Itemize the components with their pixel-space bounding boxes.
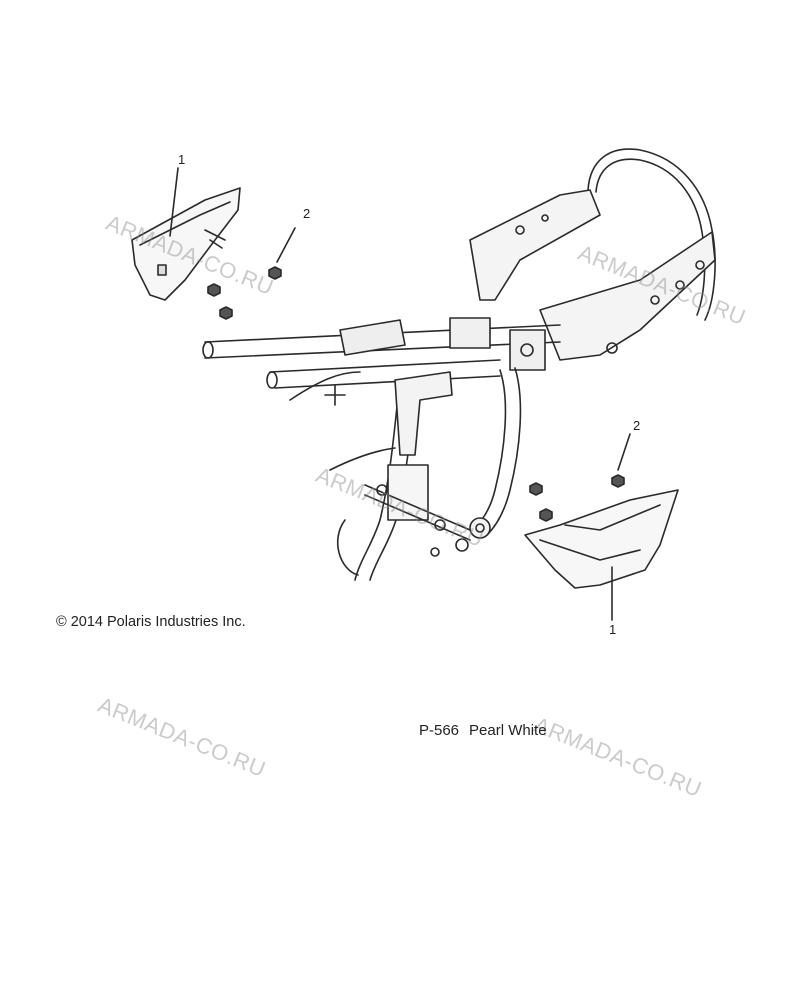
diagram-caption: P-566 Pearl White bbox=[419, 722, 547, 739]
part-1-lower-cover bbox=[524, 489, 679, 589]
diagram-code: P-566 bbox=[419, 722, 460, 739]
callout-1-lower: 1 bbox=[609, 622, 617, 637]
part-2-upper-nut bbox=[268, 266, 282, 280]
part-2-lower-nut bbox=[611, 474, 625, 488]
steering-bracket bbox=[394, 371, 453, 456]
frame-down-tube-left bbox=[354, 379, 401, 581]
copyright-notice: © 2014 Polaris Industries Inc. bbox=[56, 614, 246, 630]
frame-upper-rail bbox=[469, 189, 601, 301]
callout-1-upper: 1 bbox=[178, 152, 186, 167]
frame-node-block bbox=[449, 317, 491, 349]
callout-2-upper: 2 bbox=[303, 206, 311, 221]
callout-2-lower: 2 bbox=[633, 418, 641, 433]
frame-down-tube-right bbox=[471, 369, 507, 531]
color-name: Pearl White bbox=[469, 722, 547, 739]
frame-rear-loop-inner bbox=[595, 158, 706, 316]
frame-cross-tube-lower bbox=[269, 359, 501, 389]
frame-rear-loop bbox=[587, 148, 716, 321]
frame-rail-right bbox=[539, 231, 716, 361]
